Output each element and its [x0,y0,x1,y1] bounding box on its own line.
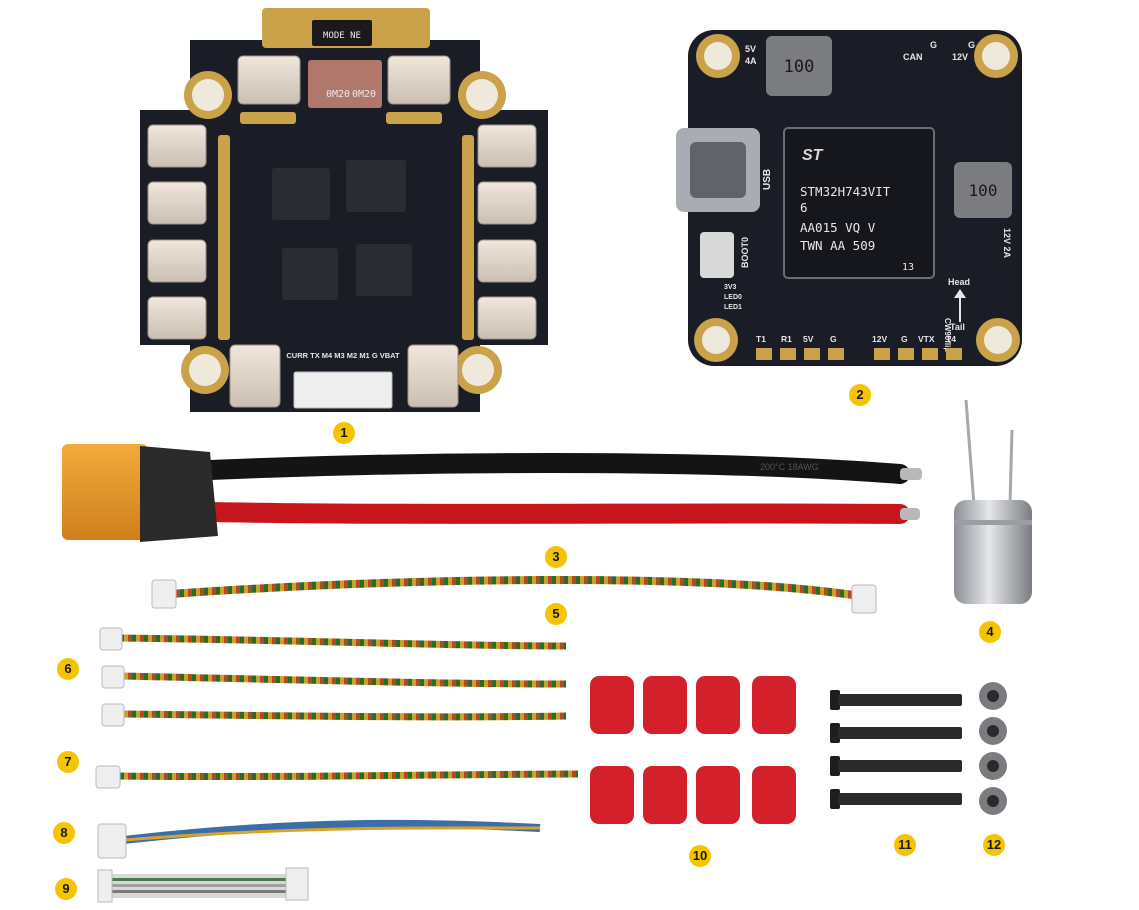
callout-badge-2: 2 [849,384,871,406]
flight-controller-board: 100 100 5V 4A CAN G 12V G USB BOOT0 3V3 … [676,30,1022,366]
callout-badge-10: 10 [689,845,711,867]
callout-badge-4: 4 [979,621,1001,643]
fc-bottom-label-2: R1 [781,334,792,344]
fc-top-label-4: G [930,40,937,50]
callout-badge-1: 1 [333,422,355,444]
mcu-line-3: AA015 VQ V [800,220,876,235]
fc-bottom-label-6: G [901,334,908,344]
callout-badge-3: 3 [545,546,567,568]
callout-badge-5: 5 [545,603,567,625]
inductor-right-text: 100 [969,181,998,200]
esc-chip-text: MODE NE [323,31,361,41]
fc-top-label-1: 5V [745,44,756,54]
nuts [979,682,1007,815]
esc-pad-labels: CURR TX M4 M3 M2 M1 G VBAT [286,351,400,360]
fc-bottom-label-1: T1 [756,334,766,344]
screws [830,690,962,809]
esc-board: MODE NE 0M20 0M20 [140,8,548,412]
fc-top-label-2: 4A [745,56,757,66]
callout-badge-9: 9 [55,878,77,900]
led-label-1: 3V3 [724,284,737,291]
mcu-line-1: STM32H743VIT [800,184,891,199]
led-label-2: LED0 [724,294,742,301]
cable-9 [97,867,309,903]
callout-badge-7: 7 [57,751,79,773]
callout-badge-6: 6 [57,658,79,680]
fc-top-label-3: CAN [903,52,923,62]
callout-badge-12: 12 [983,834,1005,856]
fc-top-label-6: G [968,40,975,50]
fc-bottom-label-5: 12V [872,334,887,344]
orientation-tail: Tail [950,322,965,332]
cable-6-set [99,627,567,727]
xt60-power-cable: 200°C 18AWG [62,444,922,542]
mosfet-text-2: 0M20 [352,89,376,100]
mcu-line-4: TWN AA 509 [800,238,875,253]
mcu-line-2: 6 [800,200,808,215]
fc-bottom-label-7: VTX [918,334,935,344]
cable-print: 200°C 18AWG [760,462,819,472]
rubber-grommets [590,676,796,824]
fc-bottom-label-4: G [830,334,837,344]
orientation-flip: CW90flip [943,318,952,352]
cable-8 [97,819,541,859]
fc-bottom-label-8: T4 [946,334,956,344]
cable-5 [151,575,877,614]
callout-badge-8: 8 [53,822,75,844]
usb-label: USB [762,169,773,190]
mosfet-text-1: 0M20 [326,89,350,100]
led-label-3: LED1 [724,304,742,311]
cable-7 [95,765,579,789]
orientation-head: Head [948,277,970,287]
fc-bottom-label-3: 5V [803,334,814,344]
inductor-top-text: 100 [784,57,815,77]
fc-right-label: 12V 2A [1002,228,1012,259]
callout-badge-11: 11 [894,834,916,856]
mcu-logo: ST [802,147,824,164]
fc-top-label-5: 12V [952,52,968,62]
boot-label: BOOT0 [740,237,750,268]
capacitor [954,399,1032,604]
mcu-corner-text: 13 [902,262,914,273]
